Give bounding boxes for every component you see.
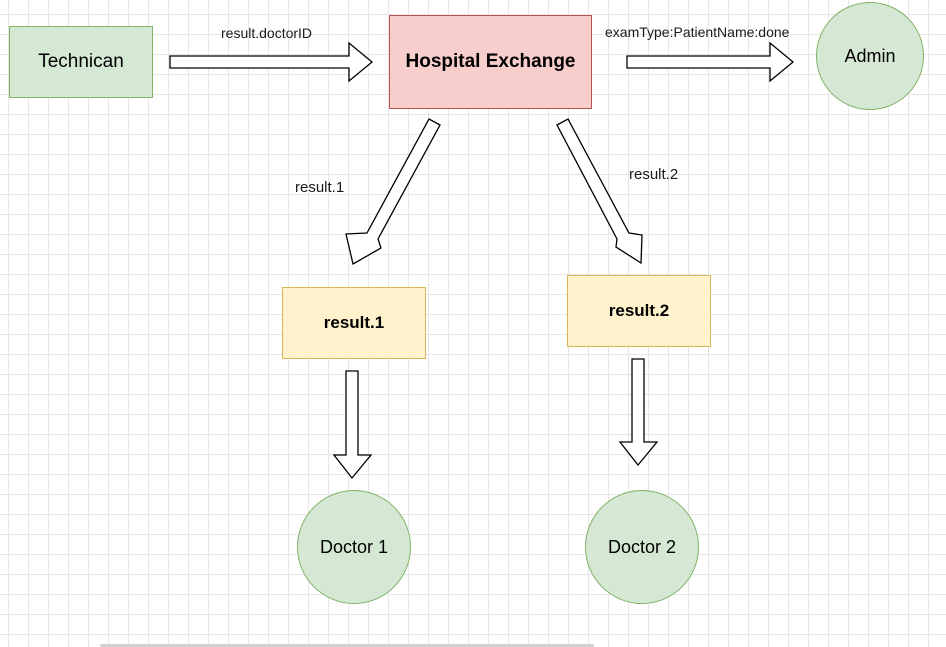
arrow-technican-to-exchange bbox=[169, 41, 374, 83]
arrow-exchange-to-queue1 bbox=[345, 118, 441, 265]
queue-result-1-node[interactable]: result.1 bbox=[282, 287, 426, 359]
doctor-1-node[interactable]: Doctor 1 bbox=[297, 490, 411, 604]
admin-node[interactable]: Admin bbox=[816, 2, 924, 110]
queue-result-1-label: result.1 bbox=[323, 313, 385, 332]
edge-label-exchange-to-admin: examType:PatientName:done bbox=[605, 24, 790, 40]
technican-label: Technican bbox=[38, 51, 124, 72]
technican-node[interactable]: Technican bbox=[9, 26, 153, 98]
queue-result-2-node[interactable]: result.2 bbox=[567, 275, 711, 347]
queue-result-2-label: result.2 bbox=[608, 301, 670, 320]
hospital-exchange-label: Hospital Exchange bbox=[405, 51, 576, 72]
admin-label: Admin bbox=[844, 45, 896, 66]
arrow-exchange-to-queue2 bbox=[556, 118, 643, 265]
edge-label-exchange-to-queue2: result.2 bbox=[629, 166, 679, 183]
arrow-queue1-to-doctor1 bbox=[332, 370, 373, 480]
arrow-queue2-to-doctor2 bbox=[618, 358, 659, 467]
doctor-1-label: Doctor 1 bbox=[319, 536, 389, 557]
hospital-exchange-node[interactable]: Hospital Exchange bbox=[389, 15, 592, 109]
edge-label-technican-to-exchange: result.doctorID bbox=[221, 25, 313, 41]
doctor-2-label: Doctor 2 bbox=[607, 536, 677, 557]
horizontal-scrollbar[interactable] bbox=[100, 644, 594, 647]
doctor-2-node[interactable]: Doctor 2 bbox=[585, 490, 699, 604]
edge-label-exchange-to-queue1: result.1 bbox=[295, 179, 345, 196]
arrow-exchange-to-admin bbox=[626, 41, 795, 83]
